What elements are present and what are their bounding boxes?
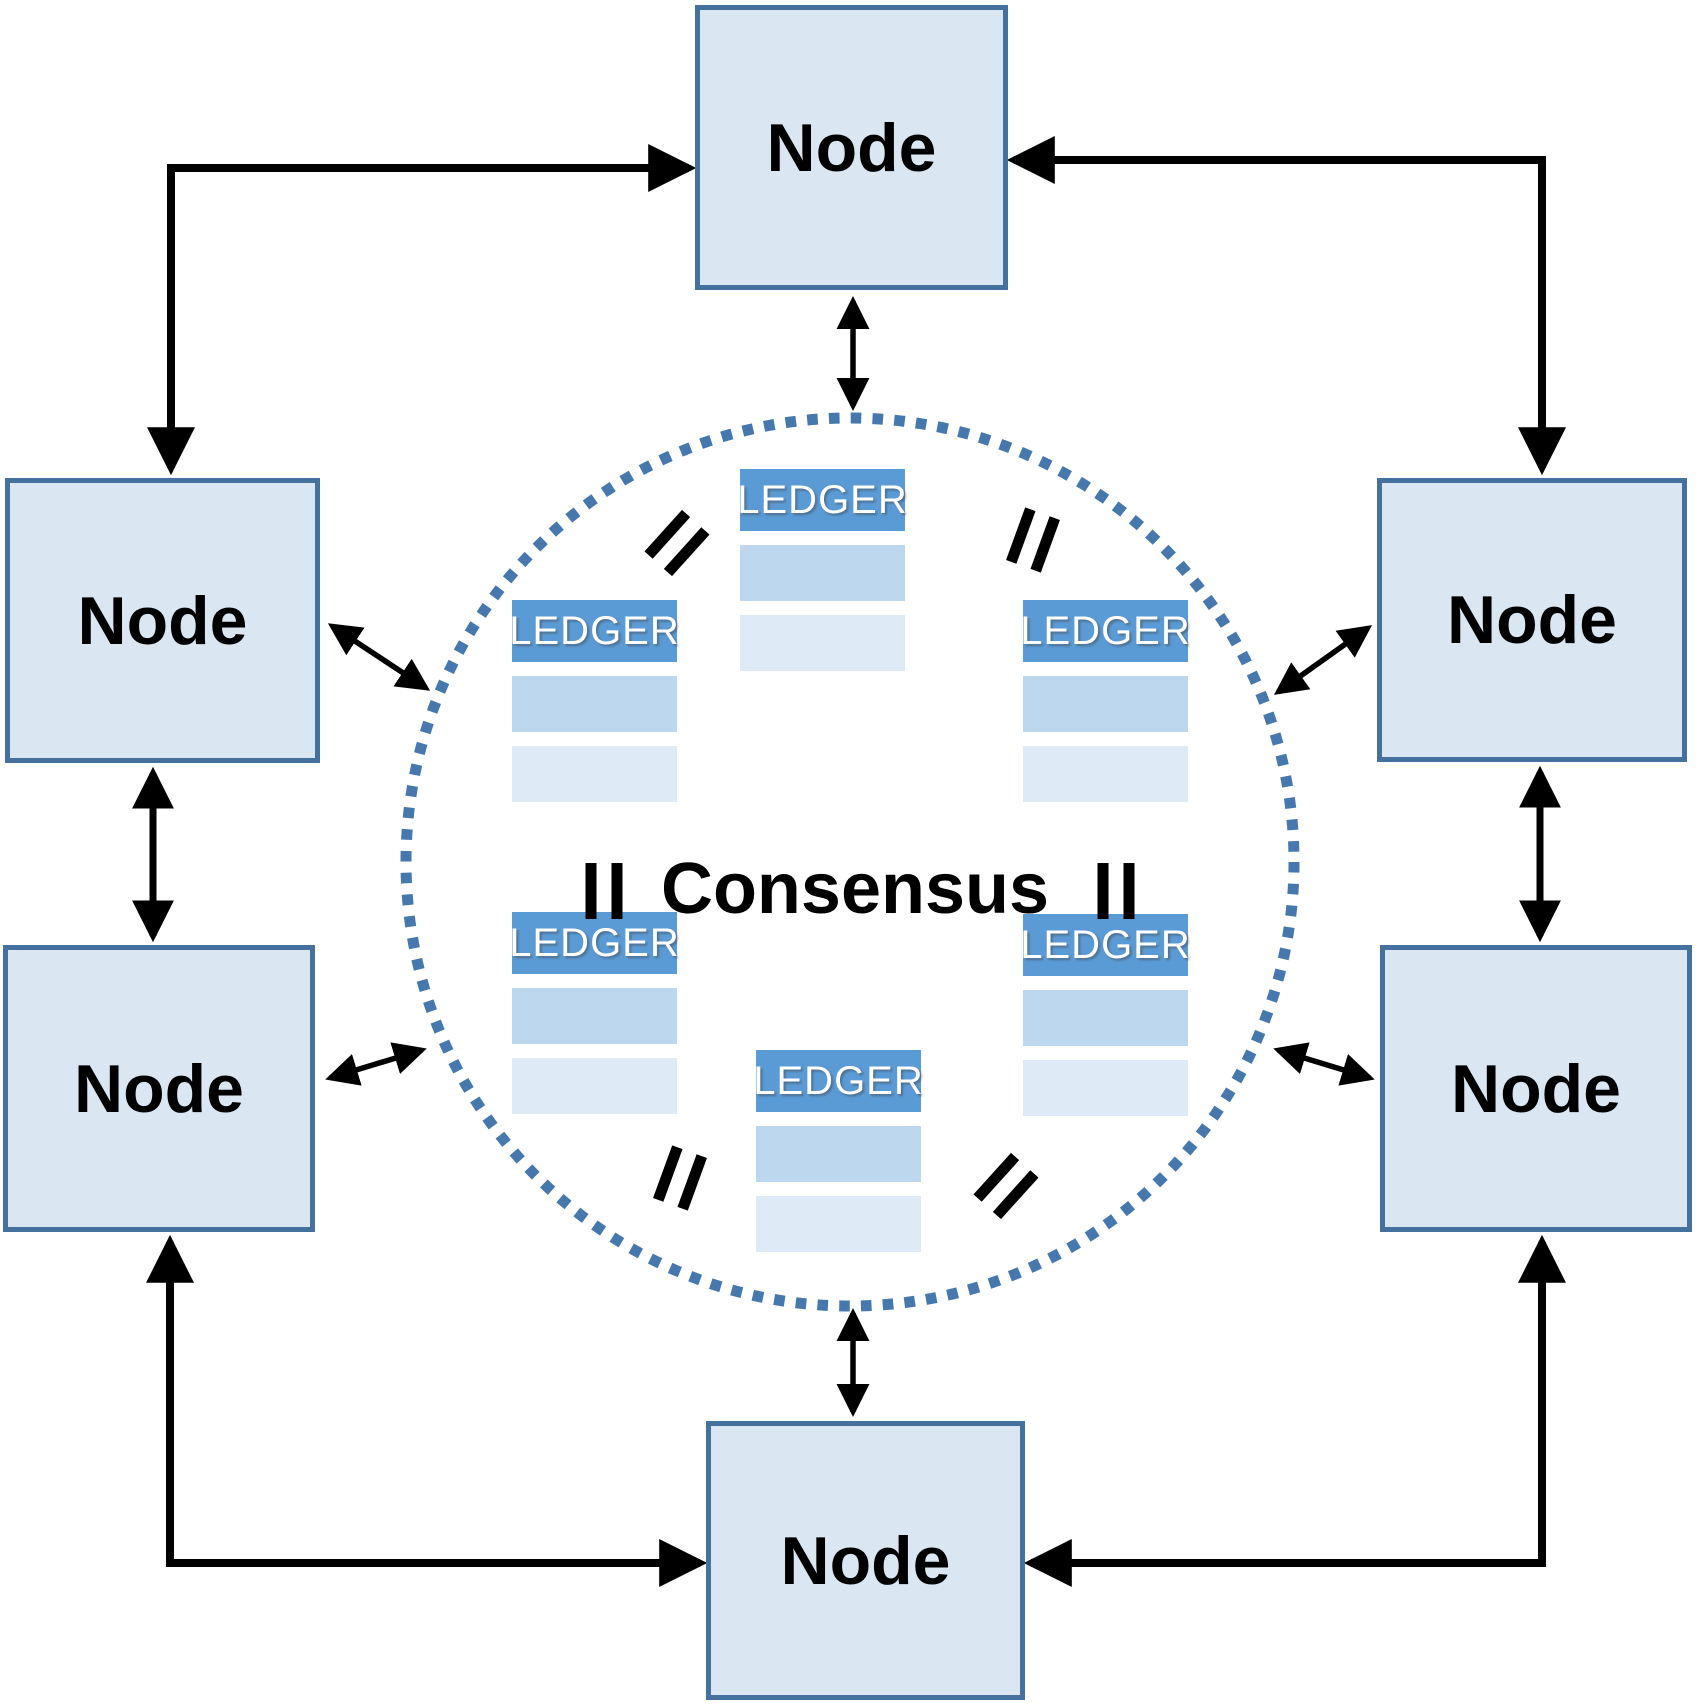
node-box-bottom: Node <box>706 1421 1025 1700</box>
ledger-lower-right: LEDGER <box>1020 914 1190 1116</box>
node-label: Node <box>77 582 248 659</box>
ledger-row <box>1023 746 1188 802</box>
ledger-upper-right: LEDGER <box>1020 600 1190 802</box>
ledger-header: LEDGER <box>1020 600 1190 662</box>
ledger-row <box>740 615 905 671</box>
ledger-header: LEDGER <box>737 469 907 531</box>
ledger-top-center: LEDGER <box>737 469 907 671</box>
arrow-left-top-node-to-circle <box>327 623 431 691</box>
ledger-row <box>740 545 905 601</box>
ledger-row <box>512 988 677 1044</box>
arrow-right-bottom-node-to-circle <box>1273 1042 1375 1086</box>
equals-icon-mid-right <box>1097 863 1135 919</box>
ledger-row <box>756 1126 921 1182</box>
node-box-right-top: Node <box>1377 478 1687 762</box>
node-label: Node <box>1447 582 1617 658</box>
ledger-bottom-center: LEDGER <box>753 1050 923 1252</box>
ledger-header: LEDGER <box>509 912 679 974</box>
ledger-row <box>756 1196 921 1252</box>
node-label: Node <box>780 1522 951 1599</box>
consensus-label: Consensus <box>660 849 1050 929</box>
ledger-lower-left: LEDGER <box>509 912 679 1114</box>
ledger-header: LEDGER <box>1020 914 1190 976</box>
equals-icon-mid-left <box>585 863 623 919</box>
ledger-upper-left: LEDGER <box>509 600 679 802</box>
ledger-header: LEDGER <box>753 1050 923 1112</box>
arrow-elbow-bottom-left <box>146 1234 708 1587</box>
node-label: Node <box>766 109 937 186</box>
consensus-dotted-circle <box>400 412 1300 1312</box>
ledger-row <box>512 676 677 732</box>
node-label: Node <box>74 1050 244 1127</box>
node-box-left-bottom: Node <box>3 945 315 1232</box>
ledger-row <box>512 746 677 802</box>
ledger-row <box>1023 1060 1188 1116</box>
ledger-row <box>1023 676 1188 732</box>
arrow-elbow-top-right <box>1006 136 1566 476</box>
node-box-right-bottom: Node <box>1380 945 1692 1232</box>
arrow-elbow-bottom-right <box>1023 1234 1566 1587</box>
arrow-right-top-node-to-circle <box>1273 625 1373 695</box>
arrow-elbow-top-left <box>147 144 697 476</box>
arrow-left-bottom-node-to-circle <box>325 1042 427 1086</box>
ledger-row <box>512 1058 677 1114</box>
node-label: Node <box>1451 1050 1621 1127</box>
ledger-row <box>1023 990 1188 1046</box>
ledger-header: LEDGER <box>509 600 679 662</box>
node-box-top: Node <box>695 5 1008 290</box>
node-box-left-top: Node <box>5 478 320 763</box>
